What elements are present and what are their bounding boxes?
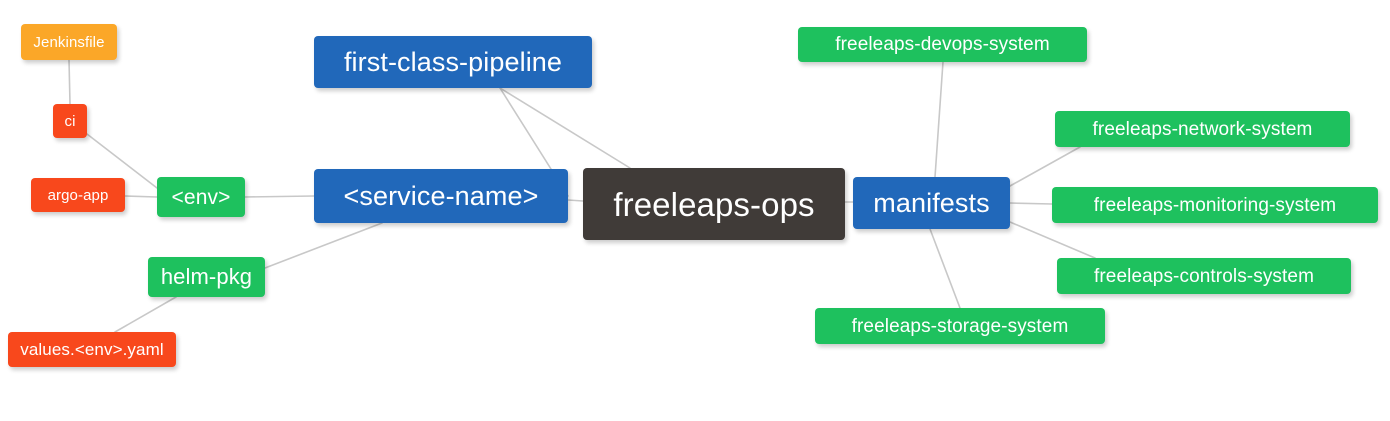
node-label-freeleaps-controls-system: freeleaps-controls-system [1093, 265, 1315, 287]
node-jenkinsfile[interactable]: Jenkinsfile [21, 24, 117, 60]
node-label-values-env-yaml: values.<env>.yaml [20, 340, 164, 359]
edge-env-to-service-name [244, 195, 315, 198]
node-label-env: <env> [171, 185, 231, 209]
node-freeleaps-monitoring-system[interactable]: freeleaps-monitoring-system [1052, 187, 1378, 223]
node-label-first-class-pipeline: first-class-pipeline [343, 46, 563, 77]
node-label-service-name: <service-name> [343, 180, 539, 211]
node-freeleaps-network-system[interactable]: freeleaps-network-system [1055, 111, 1350, 147]
node-values-env-yaml[interactable]: values.<env>.yaml [8, 332, 176, 367]
node-label-ci: ci [64, 112, 76, 130]
edge-first-class-pipeline-to-freeleaps-ops [499, 87, 631, 169]
edge-jenkinsfile-to-ci [68, 59, 71, 105]
node-label-freeleaps-monitoring-system: freeleaps-monitoring-system [1093, 194, 1337, 216]
node-label-manifests: manifests [873, 187, 990, 218]
edge-argo-app-to-env [124, 195, 158, 198]
edge-manifests-to-freeleaps-storage-system [929, 228, 961, 309]
edge-service-name-to-freeleaps-ops [567, 199, 584, 202]
edge-service-name-to-helm-pkg [264, 222, 383, 269]
node-label-freeleaps-storage-system: freeleaps-storage-system [851, 315, 1069, 337]
node-freeleaps-devops-system[interactable]: freeleaps-devops-system [798, 27, 1087, 62]
edge-helm-pkg-to-values-env-yaml [114, 296, 177, 333]
node-label-argo-app: argo-app [47, 186, 109, 204]
edge-manifests-to-freeleaps-monitoring-system [1009, 202, 1053, 205]
node-freeleaps-controls-system[interactable]: freeleaps-controls-system [1057, 258, 1351, 294]
node-first-class-pipeline[interactable]: first-class-pipeline [314, 36, 592, 88]
edge-manifests-to-freeleaps-controls-system [1009, 221, 1096, 259]
node-ci[interactable]: ci [53, 104, 87, 138]
node-label-helm-pkg: helm-pkg [160, 264, 253, 289]
node-label-freeleaps-devops-system: freeleaps-devops-system [835, 34, 1050, 55]
node-label-freeleaps-network-system: freeleaps-network-system [1092, 118, 1313, 140]
node-label-jenkinsfile: Jenkinsfile [33, 33, 105, 51]
node-argo-app[interactable]: argo-app [31, 178, 125, 212]
node-label-freeleaps-ops: freeleaps-ops [613, 185, 815, 223]
node-manifests[interactable]: manifests [853, 177, 1010, 229]
node-freeleaps-ops[interactable]: freeleaps-ops [583, 168, 845, 240]
edge-manifests-to-freeleaps-network-system [1009, 146, 1081, 187]
node-env[interactable]: <env> [157, 177, 245, 217]
node-service-name[interactable]: <service-name> [314, 169, 568, 223]
edge-manifests-to-freeleaps-devops-system [934, 61, 944, 178]
node-freeleaps-storage-system[interactable]: freeleaps-storage-system [815, 308, 1105, 344]
node-helm-pkg[interactable]: helm-pkg [148, 257, 265, 297]
